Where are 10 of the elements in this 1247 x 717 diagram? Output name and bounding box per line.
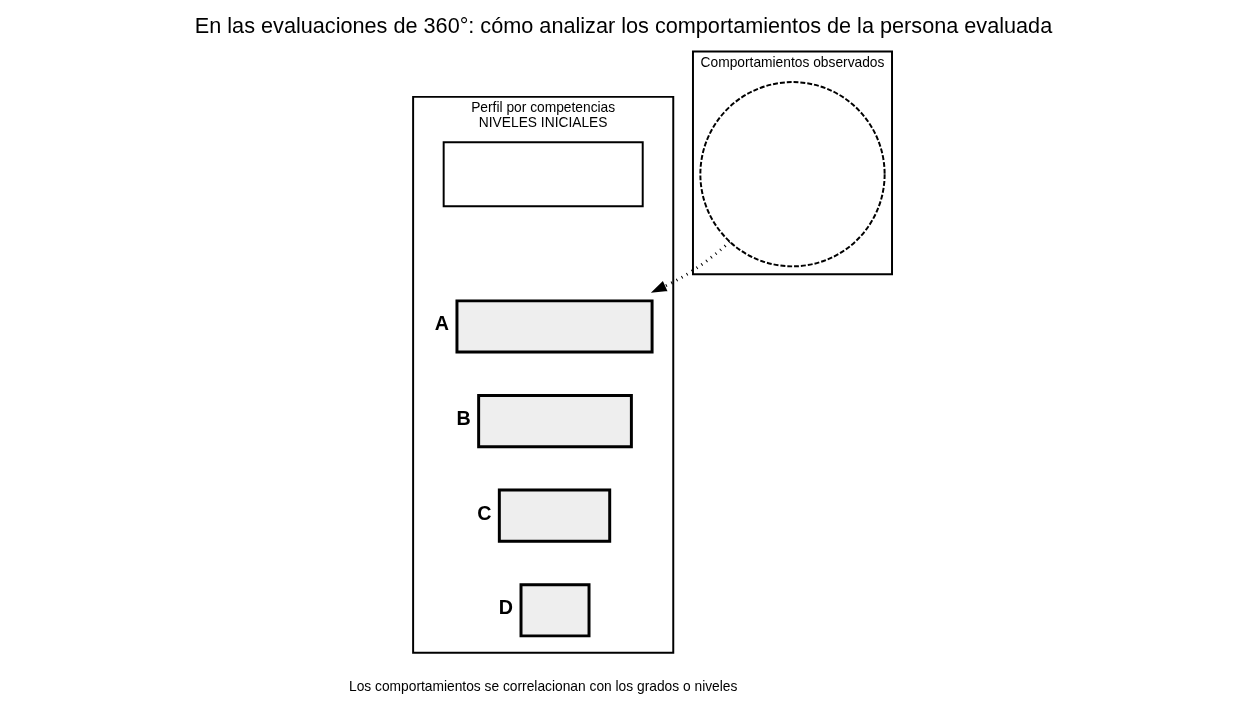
cluster: Comportamientos observados (692, 50, 893, 276)
node-circle (699, 81, 886, 268)
node-box (442, 141, 644, 208)
node-label: D (498, 596, 514, 619)
diagram-title: En las evaluaciones de 360°: cómo analizar los comportamientos de la persona evaluada (194, 13, 1053, 39)
node-label: C (477, 501, 492, 524)
arrow (650, 240, 731, 293)
node-label: Los comportamientos se correlacionan con los grados o niveles (349, 678, 738, 694)
node-label: B (456, 407, 471, 430)
node-label: A (434, 312, 450, 335)
